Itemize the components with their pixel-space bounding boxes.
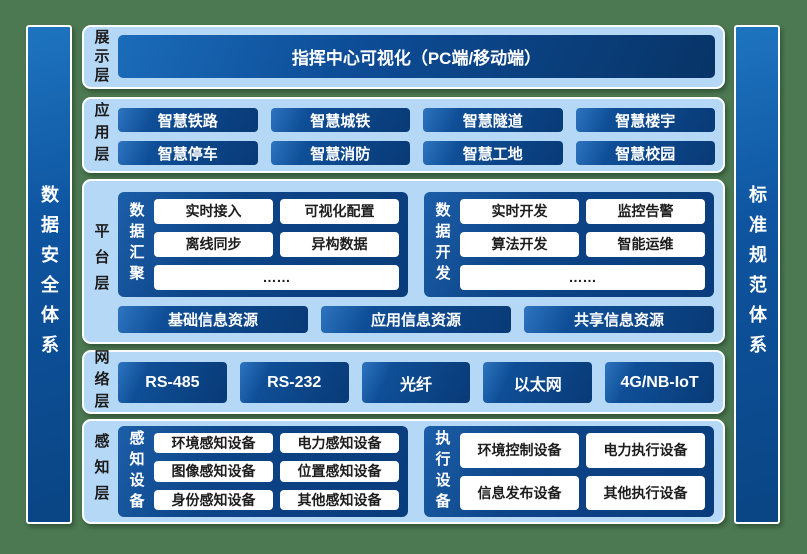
data-aggregation-group-label: 数据汇聚: [127, 202, 145, 287]
layer-label-network: 网络层: [92, 349, 110, 415]
layer-panel-network: 网络层 RS-485 RS-232 光纤 以太网 4G/NB-IoT: [82, 349, 725, 415]
resource-box: 共享信息资源: [524, 305, 714, 333]
device-box: 身份感知设备: [154, 489, 273, 510]
layer-label-application: 应用层: [92, 102, 110, 168]
network-box: 4G/NB-IoT: [605, 362, 714, 403]
platform-capability-box: 异构数据: [280, 231, 399, 257]
actuator-devices-group: 执行设备 环境控制设备 电力执行设备 信息发布设备 其他执行设备: [424, 426, 714, 517]
data-aggregation-grid: 实时接入 可视化配置 离线同步 异构数据 ……: [154, 199, 399, 290]
layer-panel-display: 展示层 指挥中心可视化（PC端/移动端）: [82, 25, 725, 89]
device-box: 其他执行设备: [586, 475, 705, 510]
platform-capability-box: 实时开发: [460, 199, 579, 224]
device-box: 电力执行设备: [586, 433, 705, 468]
network-box: 以太网: [483, 362, 593, 403]
data-development-grid: 实时开发 监控告警 算法开发 智能运维 ……: [460, 199, 705, 290]
application-box: 智慧隧道: [423, 108, 563, 132]
platform-capability-ellipsis-box: ……: [154, 264, 399, 290]
standards-sidebar-label: 标准规范体系: [747, 184, 767, 365]
layer-label-platform: 平台层: [92, 222, 110, 301]
data-development-group-label: 数据开发: [433, 202, 451, 287]
application-box: 智慧铁路: [118, 108, 258, 132]
actuator-devices-group-label: 执行设备: [433, 429, 451, 514]
layer-label-display: 展示层: [92, 28, 110, 86]
network-box: RS-232: [239, 362, 349, 403]
resource-box: 基础信息资源: [118, 305, 308, 333]
platform-content: 数据汇聚 实时接入 可视化配置 离线同步 异构数据 …… 数据开发: [118, 192, 714, 333]
platform-resources: 基础信息资源 应用信息资源 共享信息资源: [118, 305, 714, 333]
application-box: 智慧消防: [270, 141, 410, 165]
platform-capability-box: 智能运维: [586, 231, 705, 257]
application-box: 智慧停车: [118, 141, 258, 165]
device-box: 环境感知设备: [154, 433, 273, 454]
sensing-devices-group-label: 感知设备: [127, 429, 145, 514]
application-box: 智慧校园: [575, 141, 715, 165]
device-box: 环境控制设备: [460, 433, 579, 468]
platform-capability-ellipsis-box: ……: [460, 264, 705, 290]
actuator-devices-grid: 环境控制设备 电力执行设备 信息发布设备 其他执行设备: [460, 433, 705, 510]
application-box: 智慧工地: [423, 141, 563, 165]
device-box: 图像感知设备: [154, 461, 273, 482]
device-box: 位置感知设备: [280, 461, 399, 482]
layer-label-perception: 感知层: [92, 432, 110, 511]
application-grid: 智慧铁路 智慧城铁 智慧隧道 智慧楼宇 智慧停车 智慧消防 智慧工地 智慧校园: [118, 108, 715, 165]
device-box: 其他感知设备: [280, 489, 399, 510]
sensing-devices-group: 感知设备 环境感知设备 电力感知设备 图像感知设备 位置感知设备 身份感知设备 …: [118, 426, 408, 517]
standards-sidebar: 标准规范体系: [734, 25, 780, 524]
platform-capability-box: 实时接入: [154, 199, 273, 224]
application-box: 智慧城铁: [270, 108, 410, 132]
data-security-sidebar-label: 数据安全体系: [39, 184, 59, 365]
network-box: 光纤: [361, 362, 471, 403]
network-box: RS-485: [118, 362, 227, 403]
data-aggregation-group: 数据汇聚 实时接入 可视化配置 离线同步 异构数据 ……: [118, 192, 408, 297]
device-box: 电力感知设备: [280, 433, 399, 454]
application-box: 智慧楼宇: [575, 108, 715, 132]
resource-box: 应用信息资源: [321, 305, 511, 333]
platform-capability-box: 算法开发: [460, 231, 579, 257]
layer-panel-platform: 平台层 数据汇聚 实时接入 可视化配置 离线同步 异构数据 ……: [82, 179, 725, 344]
platform-capability-box: 监控告警: [586, 199, 705, 224]
perception-groups: 感知设备 环境感知设备 电力感知设备 图像感知设备 位置感知设备 身份感知设备 …: [118, 426, 714, 517]
sensing-devices-grid: 环境感知设备 电力感知设备 图像感知设备 位置感知设备 身份感知设备 其他感知设…: [154, 433, 399, 510]
platform-groups: 数据汇聚 实时接入 可视化配置 离线同步 异构数据 …… 数据开发: [118, 192, 714, 297]
device-box: 信息发布设备: [460, 475, 579, 510]
layer-panel-perception: 感知层 感知设备 环境感知设备 电力感知设备 图像感知设备 位置感知设备 身份感…: [82, 419, 725, 524]
layer-panel-application: 应用层 智慧铁路 智慧城铁 智慧隧道 智慧楼宇 智慧停车 智慧消防 智慧工地 智…: [82, 97, 725, 173]
network-grid: RS-485 RS-232 光纤 以太网 4G/NB-IoT: [118, 362, 714, 403]
platform-capability-box: 可视化配置: [280, 199, 399, 224]
display-title-box: 指挥中心可视化（PC端/移动端）: [118, 35, 715, 78]
platform-capability-box: 离线同步: [154, 231, 273, 257]
data-security-sidebar: 数据安全体系: [26, 25, 72, 524]
data-development-group: 数据开发 实时开发 监控告警 算法开发 智能运维 ……: [424, 192, 714, 297]
